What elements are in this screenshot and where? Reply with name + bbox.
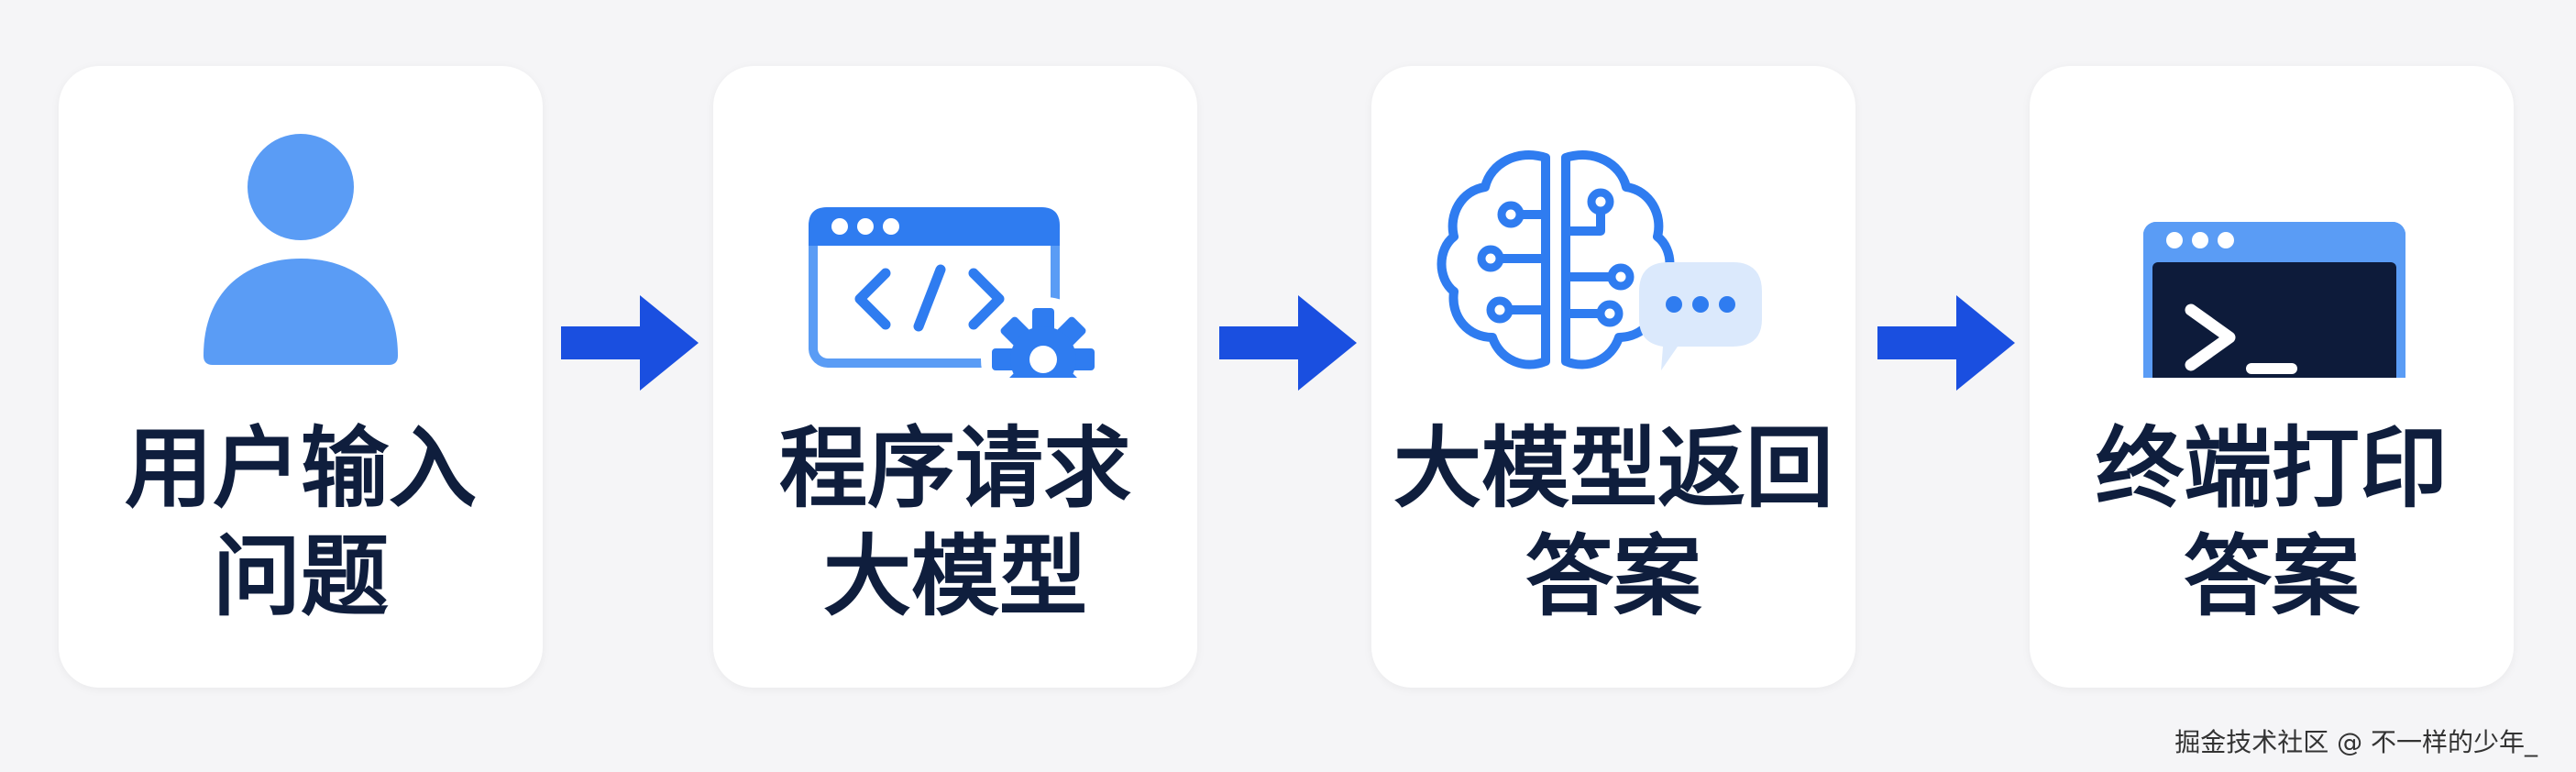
step-label-line1: 终端打印 xyxy=(2096,417,2448,520)
step-label-line2: 答案 xyxy=(2184,525,2360,628)
step-label-line1: 大模型返回 xyxy=(1393,417,1833,520)
step-label: 用户输入 问题 xyxy=(59,414,543,631)
step-card-llm-answer: 大模型返回 答案 xyxy=(1371,66,1855,688)
step-label: 终端打印 答案 xyxy=(2030,414,2514,631)
watermark: 掘金技术社区 @ 不一样的少年_ xyxy=(2174,727,2537,757)
step-label-line2: 答案 xyxy=(1525,525,1701,628)
step-label-line1: 用户输入 xyxy=(125,417,477,520)
code-window-gear-icon xyxy=(809,207,1106,378)
arrow-right-icon xyxy=(1877,295,2015,391)
step-label-line2: 大模型 xyxy=(823,525,1087,628)
brain-chat-icon xyxy=(1437,150,1762,370)
arrow-right-icon xyxy=(1219,295,1357,391)
step-label-line1: 程序请求 xyxy=(779,417,1131,520)
terminal-icon xyxy=(2143,222,2405,378)
step-label-line2: 问题 xyxy=(213,525,389,628)
step-label: 程序请求 大模型 xyxy=(713,414,1197,631)
step-card-user-input: 用户输入 问题 xyxy=(59,66,543,688)
step-card-terminal-print: 终端打印 答案 xyxy=(2030,66,2514,688)
user-icon xyxy=(204,134,398,365)
step-label: 大模型返回 答案 xyxy=(1371,414,1855,631)
arrow-right-icon xyxy=(561,295,699,391)
step-card-program-request: 程序请求 大模型 xyxy=(713,66,1197,688)
